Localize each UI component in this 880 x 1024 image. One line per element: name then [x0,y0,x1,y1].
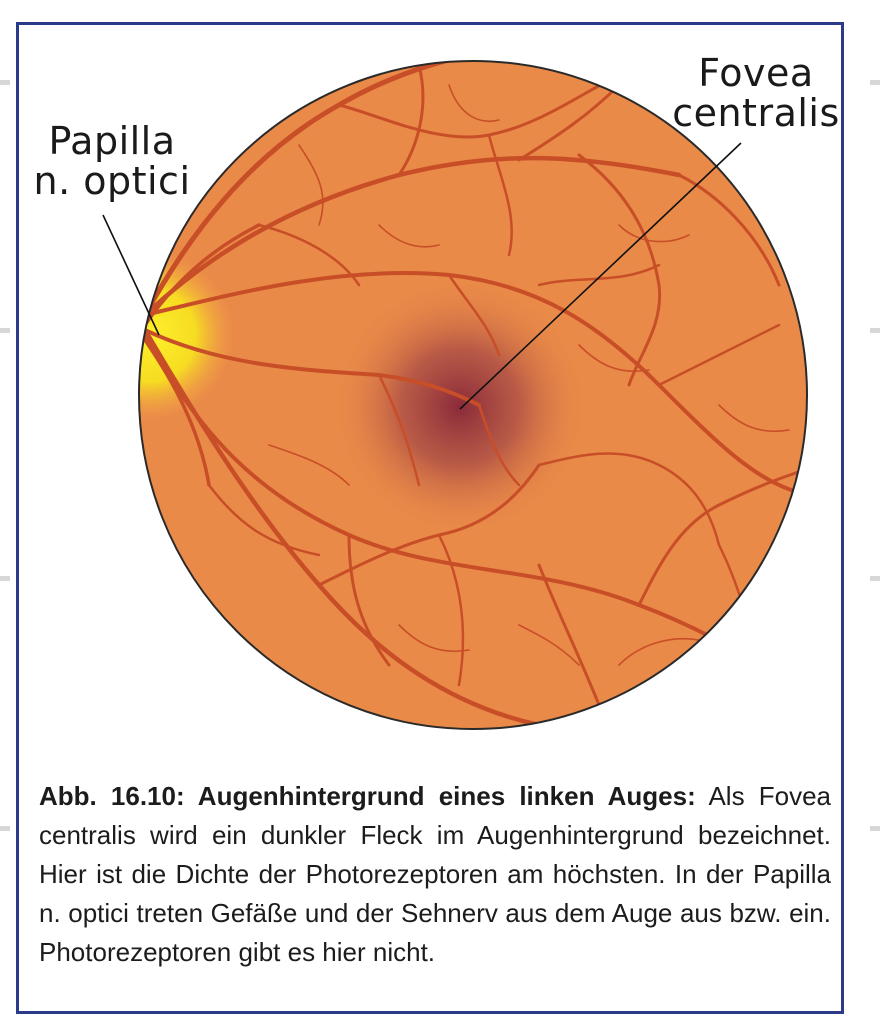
margin-tick [0,826,10,831]
papilla-label-line2: n. optici [33,159,191,203]
papilla-label: Papilla n. optici [27,121,197,201]
papilla-label-line1: Papilla [48,119,176,163]
margin-tick [870,826,880,831]
fovea-label-line2: centralis [672,91,840,135]
margin-tick [870,328,880,333]
fundus-illustration [102,60,808,730]
figure-caption: Abb. 16.10: Augenhintergrund eines linke… [39,777,831,972]
fovea-leader-line [459,142,742,410]
fovea-shading [330,277,590,537]
figure-frame: Papilla n. optici Fovea centralis Abb. 1… [16,22,844,1014]
fundus-outline [138,60,808,730]
margin-tick [0,576,10,581]
caption-text: Als Fovea centralis wird ein dunkler Fle… [39,781,831,967]
papilla-leader-line [102,214,160,336]
margin-tick [870,576,880,581]
fovea-label: Fovea centralis [671,53,841,133]
margin-tick [870,80,880,85]
fovea-label-line1: Fovea [698,51,814,95]
margin-tick [0,80,10,85]
margin-tick [0,328,10,333]
caption-title: Abb. 16.10: Augenhintergrund eines linke… [39,781,696,811]
